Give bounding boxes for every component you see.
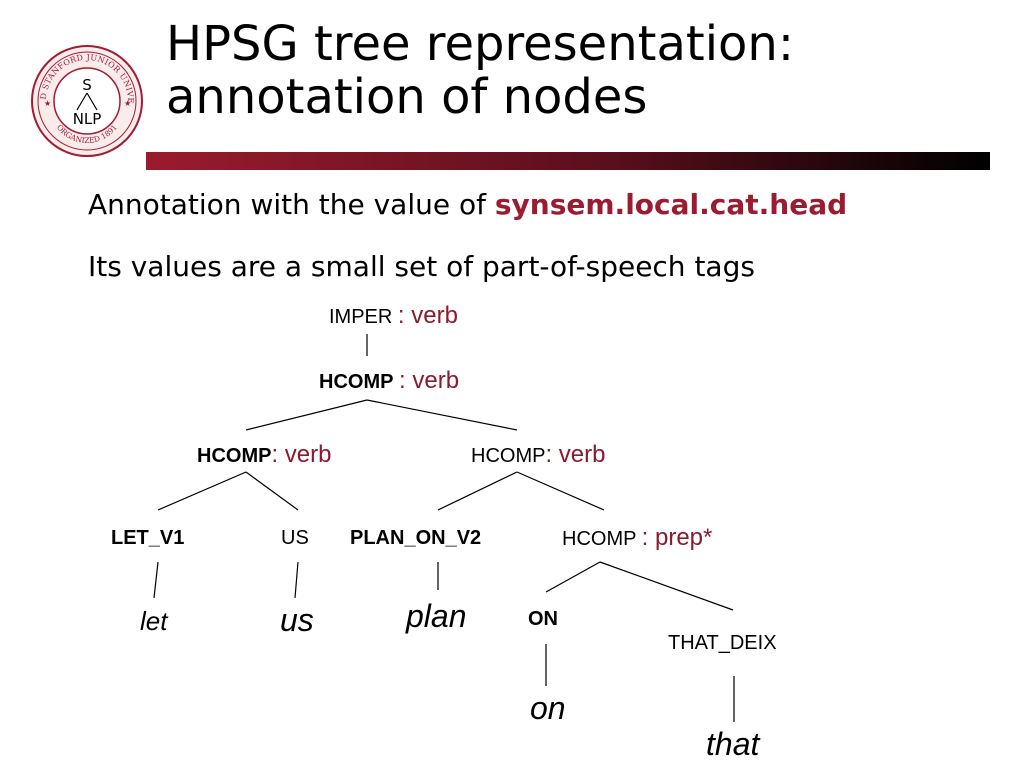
tree-node-us: US (281, 527, 309, 549)
leaf-word-let: let (140, 606, 168, 636)
title-line-2: annotation of nodes (166, 68, 648, 125)
node-label: IMPER (329, 306, 393, 328)
slide-title: HPSG tree representation: annotation of … (166, 18, 1006, 124)
bullet-annotation-value: Annotation with the value of synsem.loca… (88, 188, 847, 222)
edge-let-word (153, 561, 159, 599)
node-head-annotation: : verb (399, 367, 460, 394)
leaf-word-that: that (706, 726, 760, 762)
node-head-annotation: : verb (397, 302, 458, 329)
edge-left-let (157, 471, 247, 511)
tree-node-hcomp-root: HCOMP : verb (319, 369, 459, 393)
leaf-word-plan: plan (406, 598, 467, 634)
edge-left-us (245, 471, 299, 511)
svg-text:NLP: NLP (73, 110, 102, 128)
node-label: HCOMP (562, 528, 637, 550)
svg-text:S: S (82, 76, 92, 94)
edge-root-left (245, 399, 368, 431)
node-head-annotation: : verb (545, 441, 606, 468)
tree-node-imper: IMPER : verb (329, 304, 458, 328)
tree-node-let-v1: LET_V1 (111, 527, 185, 549)
node-label: HCOMP (319, 371, 394, 393)
svg-text:★: ★ (44, 99, 51, 108)
edge-right-hcomp (516, 471, 605, 511)
node-head-annotation: : verb (271, 441, 332, 468)
node-label: HCOMP (197, 445, 272, 467)
edge-root-right (366, 399, 518, 431)
node-label: HCOMP (471, 445, 546, 467)
tree-node-hcomp-left: HCOMP: verb (197, 443, 331, 467)
node-head-annotation: : prep* (641, 524, 713, 551)
svg-text:★: ★ (124, 99, 131, 108)
edge-right-plan (437, 471, 518, 511)
title-underline-bar (146, 152, 990, 170)
feature-path-highlight: synsem.local.cat.head (494, 188, 848, 221)
tree-node-that-deix: THAT_DEIX (668, 632, 777, 654)
tree-node-plan-on-v2: PLAN_ON_V2 (350, 527, 482, 549)
leaf-word-on: on (530, 690, 566, 726)
tree-node-on: ON (528, 608, 558, 630)
edge-us-word (294, 561, 299, 599)
edge-hcomp-that (599, 561, 734, 611)
tree-node-hcomp-prep: HCOMP : prep* (562, 526, 712, 550)
bullet-text: Its values are a small set of part-of-sp… (88, 250, 755, 283)
edge-hcomp-on (545, 561, 601, 593)
title-line-1: HPSG tree representation: (166, 16, 794, 72)
stanford-nlp-seal-logo: LELAND STANFORD JUNIOR UNIVERSITY ORGANI… (30, 44, 143, 157)
bullet-pos-tags: Its values are a small set of part-of-sp… (88, 250, 755, 284)
leaf-word-us: us (280, 602, 314, 638)
bullet-text: Annotation with the value of (88, 188, 495, 221)
tree-node-hcomp-right: HCOMP: verb (471, 443, 605, 467)
